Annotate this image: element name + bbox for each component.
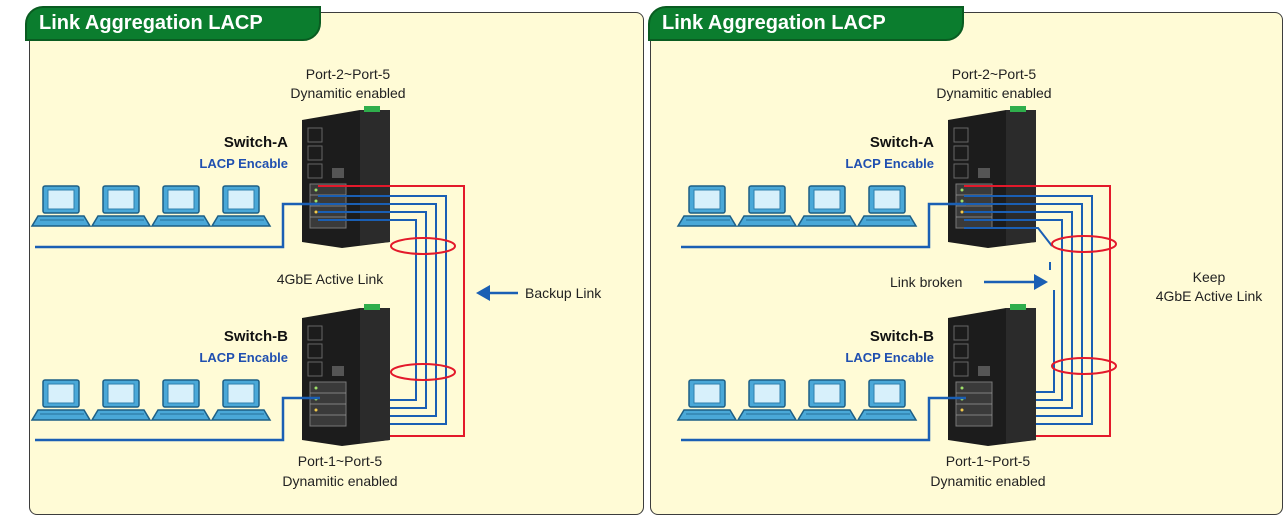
laptop-icon — [677, 379, 737, 421]
laptop-icon — [797, 379, 857, 421]
uplink-b — [681, 396, 966, 442]
left-diagram: Port-2~Port-5 Dynamitic enabled Switch-A… — [31, 66, 602, 489]
laptop-icon — [211, 185, 271, 227]
link-ellipse-icon — [1051, 357, 1117, 375]
switch-b-icon — [947, 303, 1037, 447]
laptop-icon — [91, 185, 151, 227]
link-ellipse-icon — [1051, 235, 1117, 253]
left-panel: Port-2~Port-5 Dynamitic enabled Switch-A… — [0, 0, 644, 515]
laptop-icon — [677, 185, 737, 227]
backup-link-label: Backup Link — [525, 285, 602, 301]
left-panel-title: Link Aggregation LACP — [25, 6, 321, 41]
backup-link — [964, 185, 1111, 437]
keep-label-2: 4GbE Active Link — [1156, 288, 1264, 304]
switch-a-icon — [301, 105, 391, 249]
top-port-label: Port-2~Port-5 — [306, 66, 391, 82]
laptop-icon — [151, 379, 211, 421]
switch-b-icon — [301, 303, 391, 447]
laptop-icon — [857, 185, 917, 227]
switch-a-name: Switch-A — [870, 134, 934, 151]
right-panel-title: Link Aggregation LACP — [648, 6, 964, 41]
switch-b-lacp: LACP Encable — [845, 350, 934, 365]
bottom-port-status: Dynamitic enabled — [930, 473, 1045, 489]
laptop-icon — [91, 379, 151, 421]
right-panel: Port-2~Port-5 Dynamitic enabled Switch-A… — [646, 0, 1285, 515]
active-link-label: 4GbE Active Link — [277, 271, 385, 287]
bottom-port-status: Dynamitic enabled — [282, 473, 397, 489]
switch-b-name: Switch-B — [870, 328, 934, 345]
right-diagram: Port-2~Port-5 Dynamitic enabled Switch-A… — [677, 66, 1264, 489]
laptop-icon — [737, 185, 797, 227]
arrow-right-head — [1034, 274, 1048, 290]
uplink-b — [35, 396, 320, 442]
laptop-icon — [151, 185, 211, 227]
bottom-port-label: Port-1~Port-5 — [946, 453, 1031, 469]
switch-a-lacp: LACP Encable — [845, 156, 934, 171]
laptop-icon — [797, 185, 857, 227]
uplink-a — [681, 202, 966, 249]
bottom-port-label: Port-1~Port-5 — [298, 453, 383, 469]
laptop-icon — [31, 185, 91, 227]
backup-link — [318, 185, 465, 437]
laptop-icon — [31, 379, 91, 421]
laptop-icon — [737, 379, 797, 421]
switch-a-name: Switch-A — [224, 134, 288, 151]
link-ellipse-icon — [390, 363, 456, 381]
switch-a-lacp: LACP Encable — [199, 156, 288, 171]
top-port-label: Port-2~Port-5 — [952, 66, 1037, 82]
arrow-left-head — [476, 285, 490, 301]
top-port-status: Dynamitic enabled — [290, 85, 405, 101]
laptop-icon — [211, 379, 271, 421]
uplink-a — [35, 202, 320, 249]
top-port-status: Dynamitic enabled — [936, 85, 1051, 101]
keep-label-1: Keep — [1193, 269, 1226, 285]
switch-b-name: Switch-B — [224, 328, 288, 345]
link-broken-label: Link broken — [890, 274, 962, 290]
switch-b-lacp: LACP Encable — [199, 350, 288, 365]
switch-a-icon — [947, 105, 1037, 249]
laptop-icon — [857, 379, 917, 421]
link-ellipse-icon — [390, 237, 456, 255]
